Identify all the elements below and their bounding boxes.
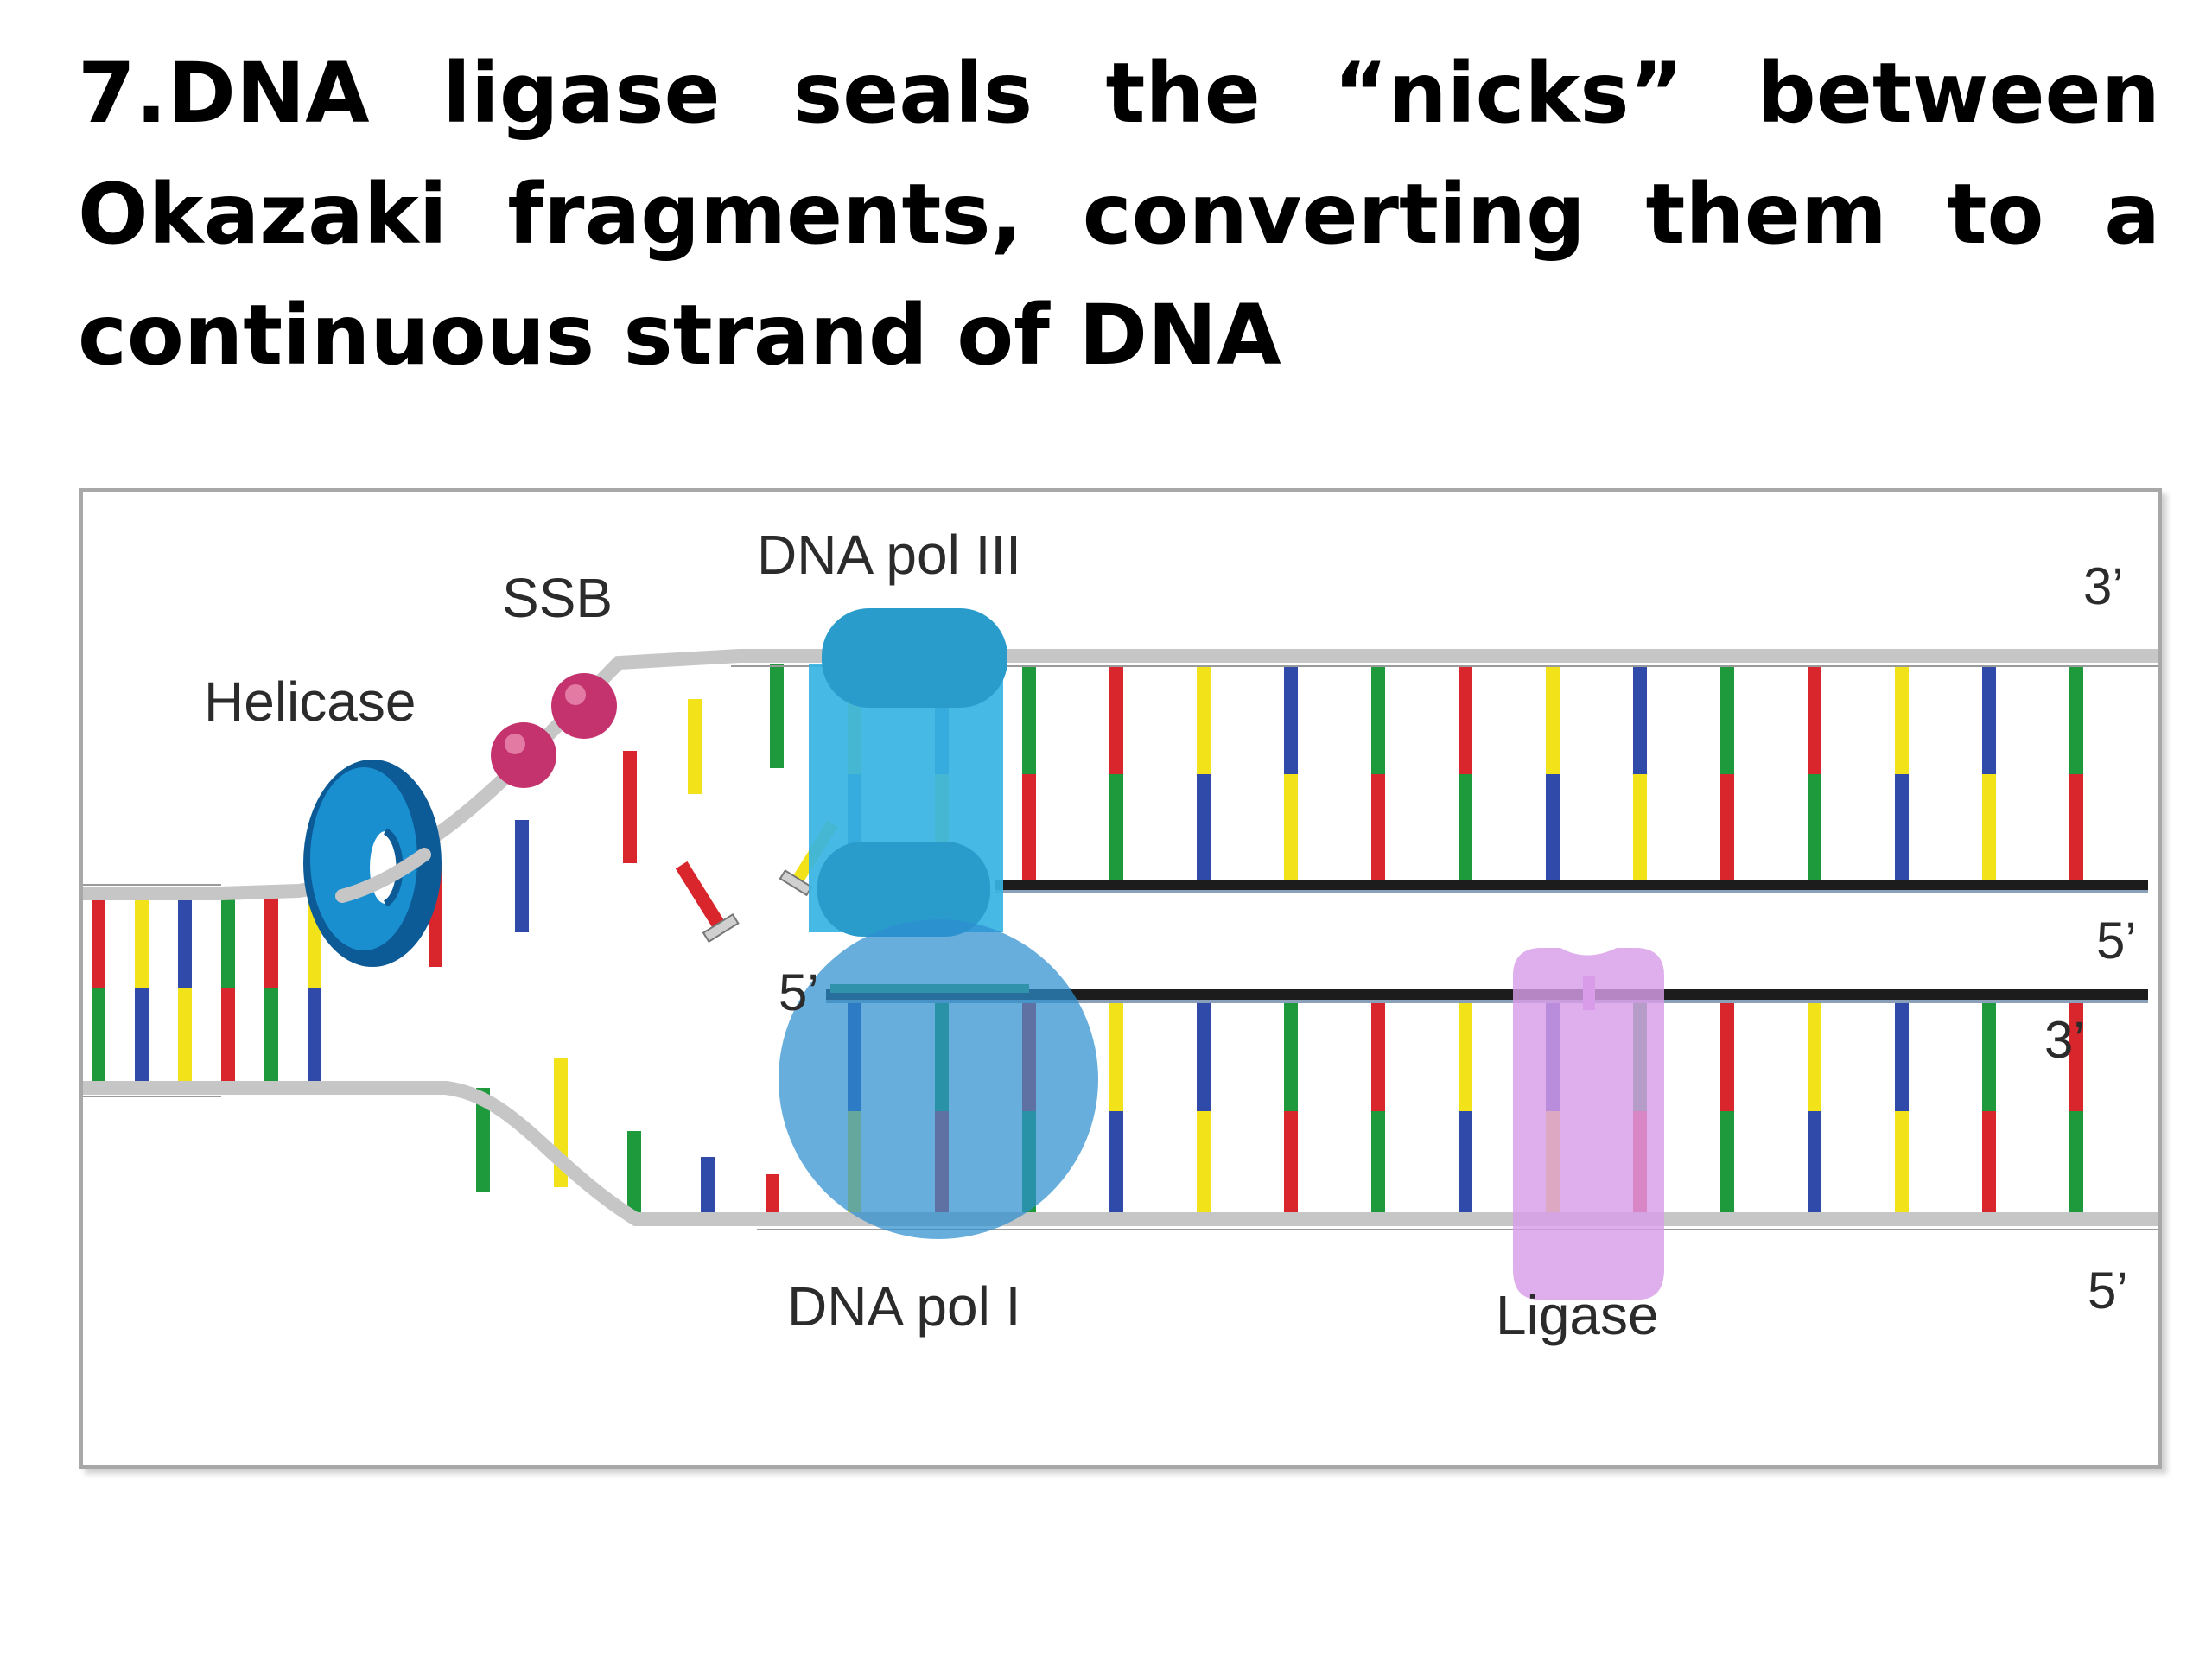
ligase-icon <box>1513 948 1664 1300</box>
base-pair-segment <box>1546 666 1560 774</box>
replication-diagram: Helicase SSB DNA pol III DNA pol I Ligas… <box>79 488 2162 1469</box>
ssb-label: SSB <box>502 567 613 629</box>
free-nucleotide-red <box>675 861 740 944</box>
base-pair-segment <box>178 893 192 988</box>
base-pair-segment <box>1459 1003 1472 1111</box>
base-pair-segment <box>1109 666 1123 774</box>
strand-through-helicase <box>335 848 431 903</box>
base-pair-segment <box>1633 666 1647 774</box>
end-label-bottom-5: 5’ <box>2088 1262 2128 1319</box>
base-pair-segment <box>1720 666 1734 774</box>
base-pair-segment <box>1109 774 1123 880</box>
base-pair-segment <box>1197 1003 1211 1111</box>
base-pair-segment <box>1808 1003 1821 1111</box>
lagging-strand <box>826 989 2148 1000</box>
helicase-icon <box>303 760 442 967</box>
base-pair-segment <box>1022 666 1036 774</box>
base-pair-segment <box>770 664 784 768</box>
base-pair-segment <box>1371 774 1385 880</box>
base-pair-segment <box>1284 774 1298 880</box>
replication-diagram-svg: Helicase SSB DNA pol III DNA pol I Ligas… <box>83 524 2158 1346</box>
lagging-strand-shadow <box>826 1000 2148 1003</box>
base-pair-segment <box>1284 1111 1298 1219</box>
base-pair-segment <box>1982 1111 1996 1219</box>
base-pair-segment <box>2069 1003 2083 1111</box>
base-pair-segment <box>264 893 278 988</box>
base-pair-segment <box>1197 666 1211 774</box>
base-pair-segment <box>1808 1111 1821 1219</box>
ligase-label: Ligase <box>1496 1284 1659 1346</box>
end-label-top-3: 3’ <box>2083 557 2124 615</box>
leading-strand-shadow <box>995 890 2148 893</box>
base-pair-segment <box>688 699 702 794</box>
base-pair-segment <box>178 988 192 1088</box>
base-pair-segment <box>1808 774 1821 880</box>
leading-strand <box>995 880 2148 890</box>
ligase-nick <box>1583 976 1595 1010</box>
base-pair-segment <box>1459 774 1472 880</box>
base-pair-segment <box>92 988 105 1088</box>
left-duplex-edge <box>83 884 221 1097</box>
base-pair-segment <box>476 1088 490 1192</box>
dna-pol-i-icon <box>779 919 1098 1239</box>
base-pair-segment <box>2069 774 2083 880</box>
base-pair-segment <box>1459 1111 1472 1219</box>
base-pair-segment <box>1895 774 1909 880</box>
base-pair-segment <box>701 1157 715 1226</box>
primer-5-label: 5’ <box>779 963 819 1021</box>
base-pair-segment <box>1895 1111 1909 1219</box>
base-pair-segment <box>1197 774 1211 880</box>
base-pair-segment <box>1284 1003 1298 1111</box>
base-pair-segment <box>1982 774 1996 880</box>
dna-pol-i-label: DNA pol I <box>787 1275 1020 1338</box>
helicase-label: Helicase <box>204 671 416 733</box>
end-label-leading-5: 5’ <box>2096 912 2137 969</box>
base-pair-segment <box>1546 774 1560 880</box>
base-pair-segment <box>1371 1111 1385 1219</box>
base-pair-segment <box>2069 1111 2083 1219</box>
base-pair-segment <box>1720 1003 1734 1111</box>
base-pair-segment <box>1895 666 1909 774</box>
end-label-lagging-3: 3’ <box>2044 1011 2085 1069</box>
base-pair-segment <box>1982 1003 1996 1111</box>
base-pair-segment <box>1109 1111 1123 1219</box>
base-pair-segment <box>1284 666 1298 774</box>
base-pair-segment <box>1720 774 1734 880</box>
base-pair-segment <box>221 988 235 1088</box>
base-pair-segment <box>1633 774 1647 880</box>
base-pair-segment <box>92 893 105 988</box>
base-pair-segment <box>1109 1003 1123 1111</box>
base-pair-segment <box>1720 1111 1734 1219</box>
bottom-parental-strand <box>83 1081 2158 1226</box>
base-pair-segment <box>627 1131 641 1217</box>
dna-pol-iii-icon <box>809 608 1007 937</box>
ssb-icon <box>491 673 617 788</box>
base-pair-segment <box>135 893 149 988</box>
base-pair-segment <box>1895 1003 1909 1111</box>
base-pair-segment <box>1022 774 1036 880</box>
dna-pol-iii-label: DNA pol III <box>757 524 1021 586</box>
base-pair-segment <box>623 751 637 863</box>
slide-title: 7.DNA ligase seals the “nicks” between O… <box>78 45 2160 384</box>
base-pair-segment <box>1197 1111 1211 1219</box>
base-pair-segment <box>1982 666 1996 774</box>
base-pair-segment <box>1371 666 1385 774</box>
base-pair-segment <box>1371 1003 1385 1111</box>
base-pair-segment <box>221 893 235 988</box>
base-pair-segment <box>2069 666 2083 774</box>
base-pair-segment <box>308 988 321 1088</box>
base-pair-segment <box>135 988 149 1088</box>
base-pair-segment <box>1459 666 1472 774</box>
base-pair-segment <box>515 820 529 932</box>
base-pair-segment <box>1808 666 1821 774</box>
base-pair-segment <box>264 988 278 1088</box>
